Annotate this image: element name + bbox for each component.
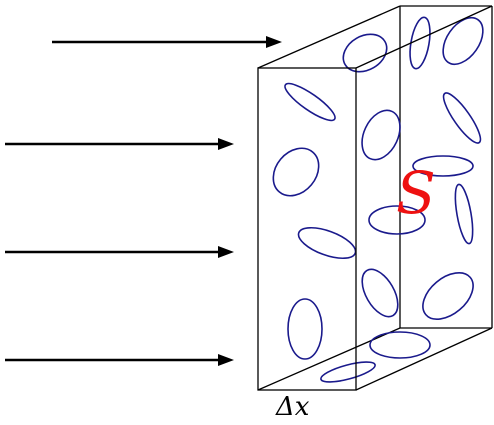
incident-arrows (5, 36, 282, 366)
particle-ellipse (272, 147, 320, 197)
particle-ellipse (412, 155, 474, 177)
particle-ellipse (422, 272, 474, 320)
slab-back-edges (257, 5, 492, 391)
incident-arrow (52, 36, 282, 48)
particle-ellipse (287, 298, 323, 360)
particle-ellipse (442, 92, 482, 144)
particle-ellipse (368, 205, 426, 235)
particles (272, 16, 484, 383)
particle-ellipse (361, 109, 401, 161)
particle-ellipse (409, 16, 431, 70)
incident-arrow (5, 246, 234, 258)
particle-ellipse (369, 331, 431, 359)
particle-ellipse (442, 17, 484, 65)
incident-arrow (5, 354, 234, 366)
particle-ellipse (361, 268, 399, 318)
slab-front-edges (257, 5, 493, 391)
area-label-s: S (396, 159, 436, 227)
particle-ellipse (454, 183, 474, 245)
particle-ellipse (342, 33, 388, 73)
incident-arrow (5, 138, 234, 150)
particle-ellipse (297, 226, 357, 260)
particle-ellipse (284, 82, 336, 122)
thickness-label-dx: Δx (275, 392, 310, 422)
particle-ellipse (320, 361, 376, 383)
